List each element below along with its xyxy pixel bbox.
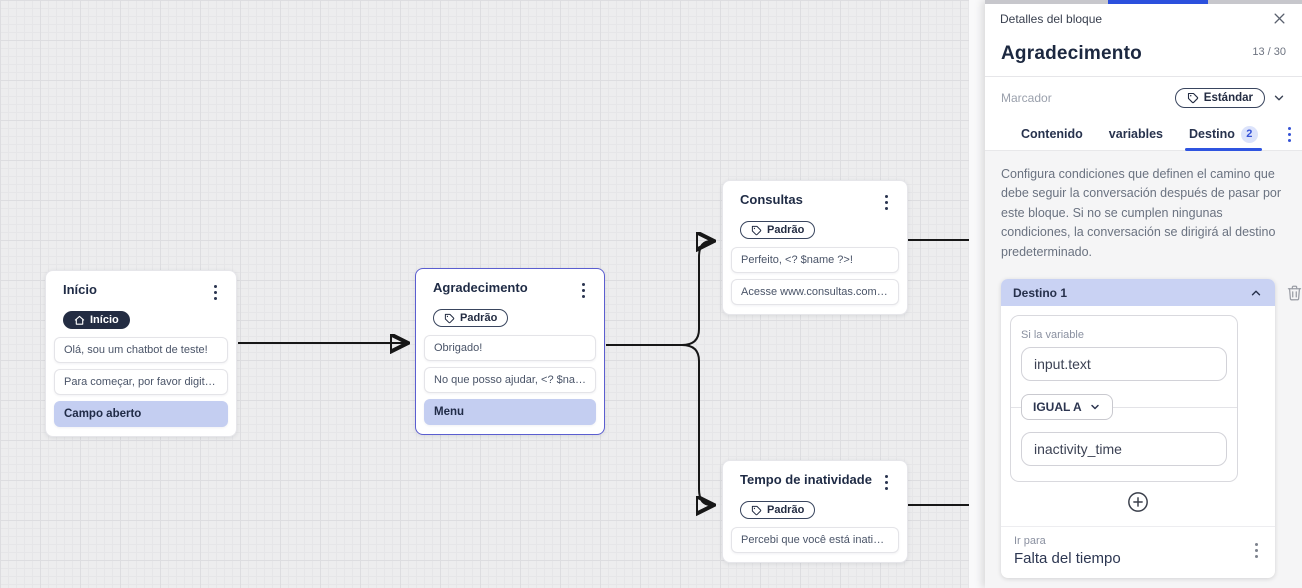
marker-badge: Padrão — [433, 309, 509, 327]
node-menu-icon[interactable] — [881, 192, 892, 213]
canvas-scrollbar-track[interactable] — [969, 0, 985, 588]
variable-input[interactable] — [1021, 346, 1227, 381]
operator-select[interactable]: IGUAL A — [1021, 393, 1113, 420]
condition-card: Si la variable IGUAL A — [1010, 314, 1238, 482]
variable-label: Si la variable — [1021, 328, 1084, 341]
node-title: Agradecimento — [433, 280, 528, 295]
node-message-item[interactable]: Obrigado! — [424, 334, 596, 361]
destination-header[interactable]: Destino 1 — [1001, 278, 1275, 306]
goto-block-name[interactable]: Falta del tiempo — [1014, 549, 1121, 567]
tab-destino[interactable]: Destino 2 — [1185, 118, 1262, 151]
home-icon — [74, 315, 85, 325]
marker-badge: Padrão — [740, 221, 816, 239]
node-title: Consultas — [740, 192, 803, 207]
node-message-item[interactable]: No que posso ajudar, <? $name ... — [424, 366, 596, 393]
node-message-item[interactable]: Para começar, por favor digite o ... — [54, 368, 228, 395]
panel-tabs: Contenido variables Destino 2 — [985, 118, 1302, 151]
marcador-label: Marcador — [1001, 91, 1052, 105]
destination-title: Destino 1 — [1013, 285, 1068, 300]
operator-divider: IGUAL A — [1011, 393, 1237, 420]
tag-icon — [751, 225, 762, 235]
add-condition-icon[interactable] — [1127, 491, 1149, 513]
node-menu-icon[interactable] — [210, 282, 221, 303]
flow-node-inicio[interactable]: Início Início Olá, sou um chatbot de tes… — [45, 270, 237, 437]
tag-icon — [751, 505, 762, 515]
node-message-item[interactable]: Olá, sou um chatbot de teste! — [54, 336, 228, 363]
tag-icon — [1187, 92, 1198, 104]
destino-description: Configura condiciones que definen el cam… — [1001, 167, 1282, 259]
node-title: Início — [63, 282, 97, 297]
node-message-item[interactable]: Perfeito, <? $name ?>! — [731, 246, 899, 273]
flow-node-consultas[interactable]: Consultas Padrão Perfeito, <? $name ?>! … — [722, 180, 908, 315]
node-menu-icon[interactable] — [881, 472, 892, 493]
close-icon[interactable] — [1272, 11, 1287, 26]
node-message-item[interactable]: Acesse www.consultas.com par... — [731, 278, 899, 305]
node-menu-icon[interactable] — [578, 280, 589, 301]
compare-value-input[interactable] — [1021, 431, 1227, 466]
destino-count-badge: 2 — [1240, 125, 1258, 143]
node-action-item[interactable]: Campo aberto — [54, 400, 228, 427]
marker-select[interactable]: Estándar — [1174, 88, 1265, 108]
block-name[interactable]: Agradecimento — [1001, 43, 1142, 64]
node-message-item[interactable]: Percebi que você está inativo. C... — [731, 526, 899, 553]
tab-contenido[interactable]: Contenido — [1021, 127, 1083, 141]
char-counter: 13 / 30 — [1252, 46, 1286, 58]
panel-progress-bar — [985, 0, 1302, 4]
tab-variables[interactable]: variables — [1108, 127, 1164, 141]
node-title: Tempo de inatividade — [740, 472, 872, 487]
chevron-up-icon[interactable] — [1249, 286, 1263, 300]
marker-badge: Padrão — [740, 501, 816, 519]
goto-label: Ir para — [1014, 534, 1046, 547]
trash-icon[interactable] — [1286, 284, 1302, 302]
block-details-panel: Detalles del bloque Agradecimento 13 / 3… — [985, 0, 1302, 588]
chevron-down-icon[interactable] — [1272, 91, 1286, 105]
flow-node-tempo-inatividade[interactable]: Tempo de inatividade Padrão Percebi que … — [722, 460, 908, 563]
tabs-menu-icon[interactable] — [1284, 124, 1295, 145]
flow-node-agradecimento[interactable]: Agradecimento Padrão Obrigado! No que po… — [415, 268, 605, 435]
goto-menu-icon[interactable] — [1251, 540, 1262, 561]
node-action-item[interactable]: Menu — [424, 398, 596, 425]
panel-title: Detalles del bloque — [1000, 11, 1103, 26]
tag-icon — [444, 313, 455, 323]
chevron-down-icon — [1090, 404, 1099, 410]
flow-canvas[interactable]: Início Início Olá, sou um chatbot de tes… — [0, 0, 985, 588]
start-badge: Início — [63, 311, 130, 329]
panel-progress-segment — [1108, 0, 1208, 4]
destination-card: Destino 1 Si la variable IGUAL A — [1001, 278, 1275, 578]
